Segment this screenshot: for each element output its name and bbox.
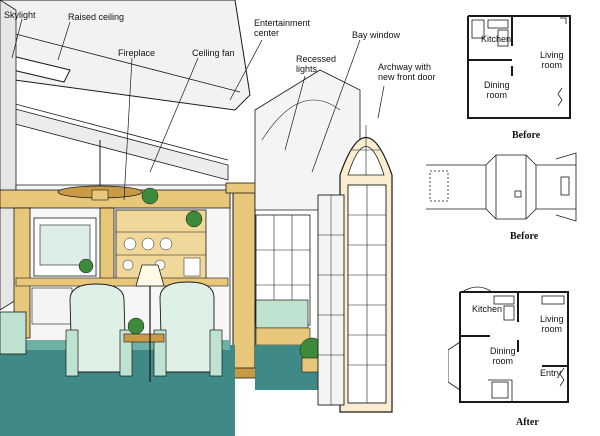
label-ceiling-fan: Ceiling fan (192, 48, 235, 58)
label-archway: Archway with new front door (378, 62, 436, 82)
after-plan-living-label: Living room (540, 314, 564, 334)
ceiling-beam (0, 104, 229, 181)
after-plan-living-line1: Living (540, 314, 564, 324)
column-center (232, 189, 256, 376)
after-plan-dining-line1: Dining (490, 346, 516, 356)
window-seat (255, 299, 309, 329)
label-entertainment-center: Entertainment center (254, 18, 310, 38)
plant-table (127, 317, 145, 335)
before-floor-plan (467, 15, 571, 119)
plant-hanging (141, 187, 159, 205)
before-plan-dining-line2: room (486, 90, 508, 100)
side-table (123, 333, 165, 343)
before-plan-dining-label: Dining room (484, 80, 510, 100)
armchair-left (69, 283, 127, 373)
label-raised-ceiling: Raised ceiling (68, 12, 125, 22)
before-plan-living-line1: Living (540, 50, 564, 60)
armchair-right (159, 281, 215, 373)
before-plan-kitchen-label: Kitchen (481, 34, 512, 44)
label-bay-window: Bay window (352, 30, 401, 40)
before-elevation-caption: Before (510, 231, 539, 242)
label-entertainment-center-line2: center (254, 28, 280, 38)
after-plan-dining-line2: room (492, 356, 514, 366)
label-recessed-lights: Recessed lights (296, 54, 336, 74)
label-archway-line1: Archway with (378, 62, 432, 72)
after-plan-kitchen-label: Kitchen (472, 304, 503, 314)
label-recessed-lights-line2: lights (296, 64, 318, 74)
after-floor-plan (448, 286, 569, 403)
label-skylight: Skylight (4, 10, 36, 20)
callout-leaders (11, 18, 385, 201)
after-plan-living-line2: room (541, 324, 563, 334)
radiator (31, 287, 73, 325)
label-fireplace: Fireplace (118, 48, 156, 58)
before-plan-living-label: Living room (540, 50, 564, 70)
floor-lamp (135, 264, 165, 287)
label-entertainment-center-line1: Entertainment (254, 18, 311, 28)
label-archway-line2: new front door (378, 72, 436, 82)
before-plan-living-line2: room (541, 60, 563, 70)
before-plan-caption: Before (512, 130, 541, 141)
label-recessed-lights-line1: Recessed (296, 54, 337, 64)
after-plan-entry-label: Entry (540, 368, 562, 378)
sofa (0, 311, 27, 355)
before-plan-dining-line1: Dining (484, 80, 510, 90)
after-plan-caption: After (516, 417, 539, 428)
after-plan-dining-label: Dining room (490, 346, 516, 366)
plant-ledge (185, 210, 203, 228)
interior-perspective-illustration (0, 0, 393, 436)
before-ceiling-elevation (426, 152, 577, 222)
